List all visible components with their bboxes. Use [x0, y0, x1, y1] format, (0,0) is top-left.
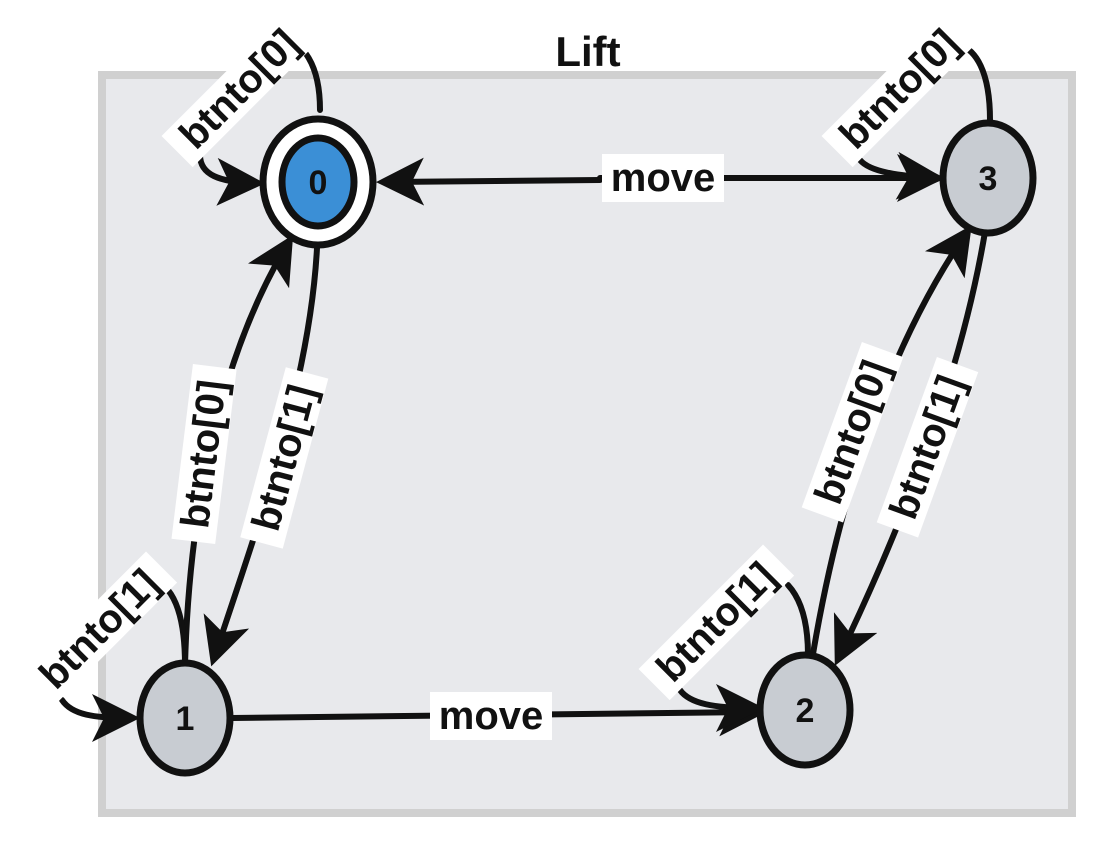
state-3-circle [939, 119, 1037, 237]
state-3[interactable]: 3 [939, 119, 1037, 237]
state-1[interactable]: 1 [136, 659, 234, 777]
state-1-circle [136, 659, 234, 777]
state-2-label: 2 [796, 692, 815, 730]
edge-label-1-2-move: move [439, 694, 544, 738]
state-0-label: 0 [309, 164, 328, 202]
state-0[interactable]: 0 [259, 115, 377, 249]
state-3-label: 3 [979, 160, 998, 198]
state-0-inner [278, 134, 358, 230]
edge-3-0 [376, 157, 603, 206]
state-1-label: 1 [176, 700, 195, 738]
edge-2-2-self-loop [677, 582, 811, 708]
state-2-circle [756, 651, 854, 769]
edge-label-0-3-move: move [611, 156, 716, 200]
edge-1-1-self-loop [59, 587, 188, 718]
state-2[interactable]: 2 [756, 651, 854, 769]
diagram-title: Lift [555, 28, 620, 75]
